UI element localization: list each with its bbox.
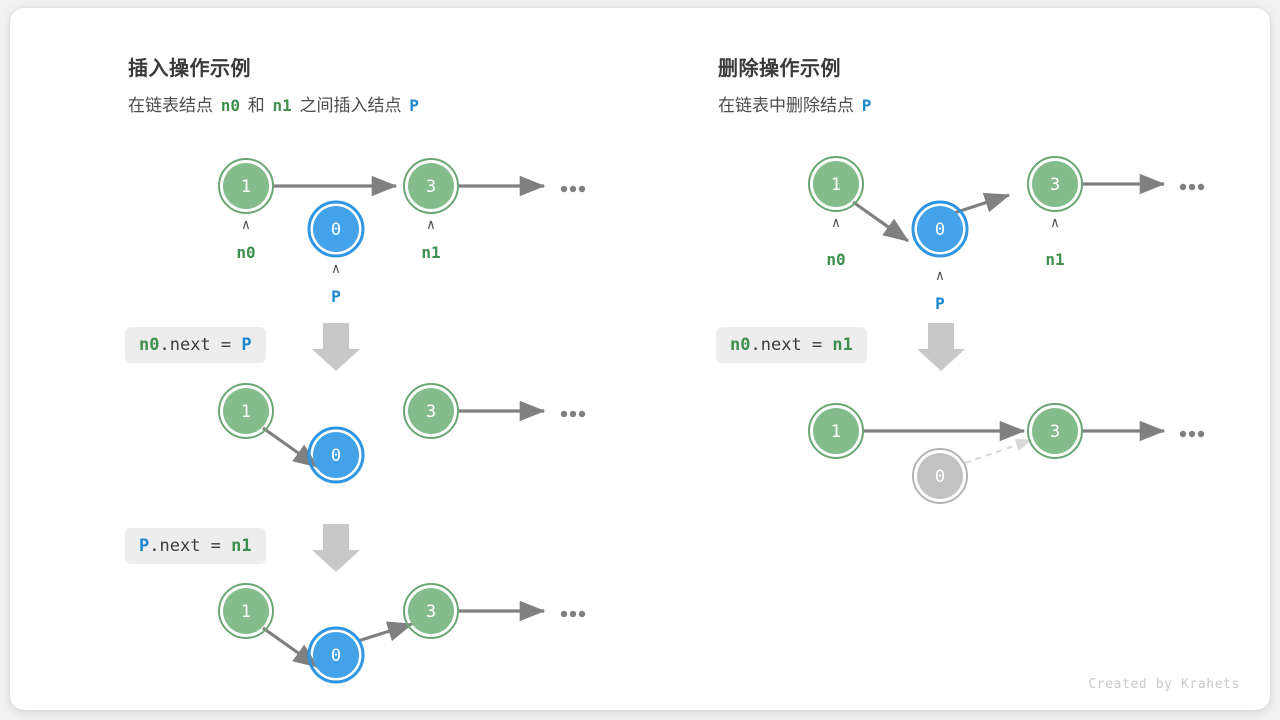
- code-token-n1: n1: [832, 335, 853, 355]
- pointer-label-n0: n0: [236, 243, 256, 262]
- insert-flow-arrow-1: [312, 323, 360, 371]
- code-chip-insert-2: P.next = n1: [125, 528, 266, 564]
- panel-insert-subtitle: 在链表结点 n0 和 n1 之间插入结点 P: [128, 91, 422, 116]
- subtitle-ident-p: P: [861, 96, 872, 115]
- svg-text:1: 1: [241, 402, 251, 422]
- svg-text:0: 0: [935, 220, 945, 240]
- code-chip-delete-1: n0.next = n1: [716, 327, 867, 363]
- insert-step-1-nodes: 1 0 3: [218, 158, 459, 258]
- subtitle-ident-p: P: [409, 96, 419, 115]
- insert-step-3-nodes: 1 0 3: [218, 583, 459, 684]
- caret-n1: ∧: [1050, 215, 1060, 231]
- code-chip-insert-1: n0.next = P: [125, 327, 266, 363]
- delete-step-1-edges: [852, 173, 1166, 243]
- panel-insert-title: 插入操作示例: [128, 58, 251, 80]
- svg-text:0: 0: [935, 467, 945, 487]
- delete-flow-arrow-1: [917, 323, 965, 371]
- insert-step-2-edges: [262, 400, 546, 469]
- insert-diagram-layer: 1 0 3: [218, 158, 586, 684]
- panel-insert: 插入操作示例 在链表结点 n0 和 n1 之间插入结点 P: [10, 8, 640, 710]
- code-token-n1: n1: [231, 536, 252, 556]
- svg-text:1: 1: [831, 422, 841, 442]
- svg-text:0: 0: [331, 220, 341, 240]
- delete-step-1-ellipsis: [1179, 183, 1205, 191]
- pointer-label-n1: n1: [421, 243, 441, 262]
- subtitle-text-1: 在链表结点: [128, 96, 213, 115]
- svg-text:0: 0: [331, 446, 341, 466]
- svg-text:3: 3: [426, 602, 436, 622]
- delete-diagram-layer: 1 0 3: [808, 156, 1205, 504]
- subtitle-text-3: 之间插入结点: [299, 96, 402, 115]
- delete-step-2-nodes: 1 0 3: [808, 403, 1083, 504]
- pointer-label-n1: n1: [1045, 250, 1065, 269]
- code-token-next: .next =: [750, 335, 833, 355]
- insert-step-2-ellipsis: [560, 410, 586, 418]
- insert-step-2-nodes: 1 0 3: [218, 383, 459, 484]
- code-token-p: P: [241, 335, 252, 355]
- svg-text:3: 3: [426, 402, 436, 422]
- svg-text:3: 3: [1050, 175, 1060, 195]
- pointer-label-n0: n0: [826, 250, 846, 269]
- svg-text:3: 3: [1050, 422, 1060, 442]
- insert-step-1-ellipsis: [560, 185, 586, 193]
- insert-flow-arrow-2: [312, 524, 360, 572]
- credit-text: Created by Krahets: [1088, 677, 1240, 692]
- code-token-n0: n0: [730, 335, 751, 355]
- figure-card: 插入操作示例 在链表结点 n0 和 n1 之间插入结点 P: [10, 8, 1270, 710]
- delete-step-1-nodes: 1 0 3: [808, 156, 1083, 258]
- caret-n1: ∧: [426, 217, 436, 233]
- svg-text:1: 1: [241, 602, 251, 622]
- svg-text:0: 0: [331, 646, 341, 666]
- panel-delete-title: 删除操作示例: [718, 58, 841, 80]
- code-token-next2: .next =: [149, 536, 232, 556]
- delete-step-2-edges: [863, 420, 1032, 464]
- delete-step-2-ellipsis: [1179, 430, 1205, 438]
- subtitle-text-2: 和: [247, 96, 265, 115]
- svg-text:1: 1: [241, 177, 251, 197]
- subtitle-text-1: 在链表中删除结点: [718, 96, 854, 115]
- pointer-label-p: P: [935, 294, 945, 313]
- code-token-p2: P: [139, 536, 150, 556]
- subtitle-ident-n1: n1: [272, 96, 292, 115]
- insert-step-3-ellipsis: [560, 610, 586, 618]
- caret-p: ∧: [331, 261, 341, 277]
- svg-text:1: 1: [831, 175, 841, 195]
- panel-delete-subtitle: 在链表中删除结点 P: [718, 91, 874, 116]
- caret-n0: ∧: [831, 215, 841, 231]
- caret-p: ∧: [935, 268, 945, 284]
- caret-n0: ∧: [241, 217, 251, 233]
- code-token-next: .next =: [159, 335, 242, 355]
- insert-step-3-edges: [262, 600, 546, 669]
- code-token-n0: n0: [139, 335, 160, 355]
- panel-delete: 删除操作示例 在链表中删除结点 P 1 0: [640, 8, 1270, 710]
- svg-text:3: 3: [426, 177, 436, 197]
- pointer-label-p: P: [331, 287, 341, 306]
- subtitle-ident-n0: n0: [220, 96, 240, 115]
